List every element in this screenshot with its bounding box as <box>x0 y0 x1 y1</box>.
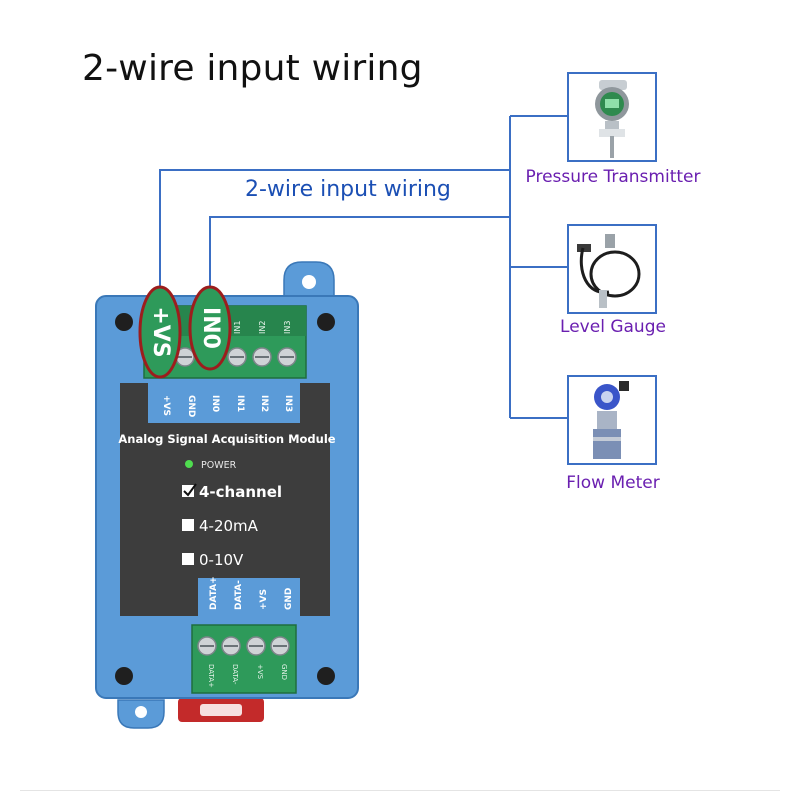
panel-label-in2: IN2 <box>259 395 269 412</box>
top-terminal-label-strip <box>148 383 300 423</box>
bottom-block-label-vs: +VS <box>256 664 264 680</box>
panel-label-data-plus: DATA+ <box>209 576 219 610</box>
panel-label-gnd-bottom: GND <box>284 588 294 610</box>
pressure-transmitter-icon <box>595 80 629 158</box>
module-name: Analog Signal Acquisition Module <box>118 432 335 446</box>
panel-label-vs: +VS <box>161 395 171 416</box>
top-block-label-in2: IN2 <box>258 321 267 334</box>
corner-hole <box>317 313 335 331</box>
power-label: POWER <box>201 460 237 471</box>
device-label-level-gauge: Level Gauge <box>560 317 666 337</box>
checkbox-4-channel <box>182 485 194 497</box>
device-label-pressure-transmitter: Pressure Transmitter <box>525 167 701 187</box>
panel-label-data-minus: DATA- <box>234 580 244 610</box>
device-label-flow-meter: Flow Meter <box>566 473 660 493</box>
checkbox-4-20ma <box>182 519 194 531</box>
flow-meter-icon <box>593 381 629 459</box>
bottom-terminal-block <box>191 624 297 694</box>
bottom-block-label-gnd: GND <box>280 664 288 680</box>
bottom-block-label-data-plus: DATA+ <box>207 664 215 688</box>
bottom-divider <box>20 790 780 791</box>
option-label-0-10v: 0-10V <box>199 551 244 569</box>
top-block-label-in1: IN1 <box>233 321 242 334</box>
mount-hole-top <box>302 275 316 289</box>
option-label-4-channel: 4-channel <box>199 483 282 501</box>
in0-wire <box>209 216 510 290</box>
corner-hole <box>115 667 133 685</box>
highlight-in0-terminal <box>188 285 232 371</box>
checkbox-0-10v <box>182 553 194 565</box>
bottom-terminal-screws <box>197 636 290 656</box>
corner-hole <box>317 667 335 685</box>
mount-hole-bottom <box>135 706 147 718</box>
option-label-4-20ma: 4-20mA <box>199 517 259 535</box>
bottom-block-label-data-minus: DATA- <box>231 664 239 685</box>
checkmark-icon <box>183 483 197 497</box>
panel-label-in3: IN3 <box>283 395 293 412</box>
bottom-terminal-label-strip <box>198 578 300 620</box>
highlight-in0-label: IN0 <box>198 307 223 349</box>
level-gauge-icon <box>577 234 641 308</box>
page-title: 2-wire input wiring <box>82 48 423 89</box>
panel-label-gnd: GND <box>186 395 196 417</box>
pressure-transmitter-image <box>567 72 657 162</box>
highlight-vs-terminal <box>138 285 182 379</box>
level-gauge-image <box>567 224 657 314</box>
panel-label-vs-bottom: +VS <box>259 589 269 610</box>
vs-wire <box>159 169 510 290</box>
highlight-vs-label: +VS <box>148 306 173 357</box>
panel-label-in0: IN0 <box>210 395 220 412</box>
flow-meter-image <box>567 375 657 465</box>
wiring-label: 2-wire input wiring <box>245 177 451 202</box>
power-led-icon <box>185 460 193 468</box>
top-block-label-in3: IN3 <box>283 321 292 334</box>
corner-hole <box>115 313 133 331</box>
panel-label-in1: IN1 <box>235 395 245 412</box>
